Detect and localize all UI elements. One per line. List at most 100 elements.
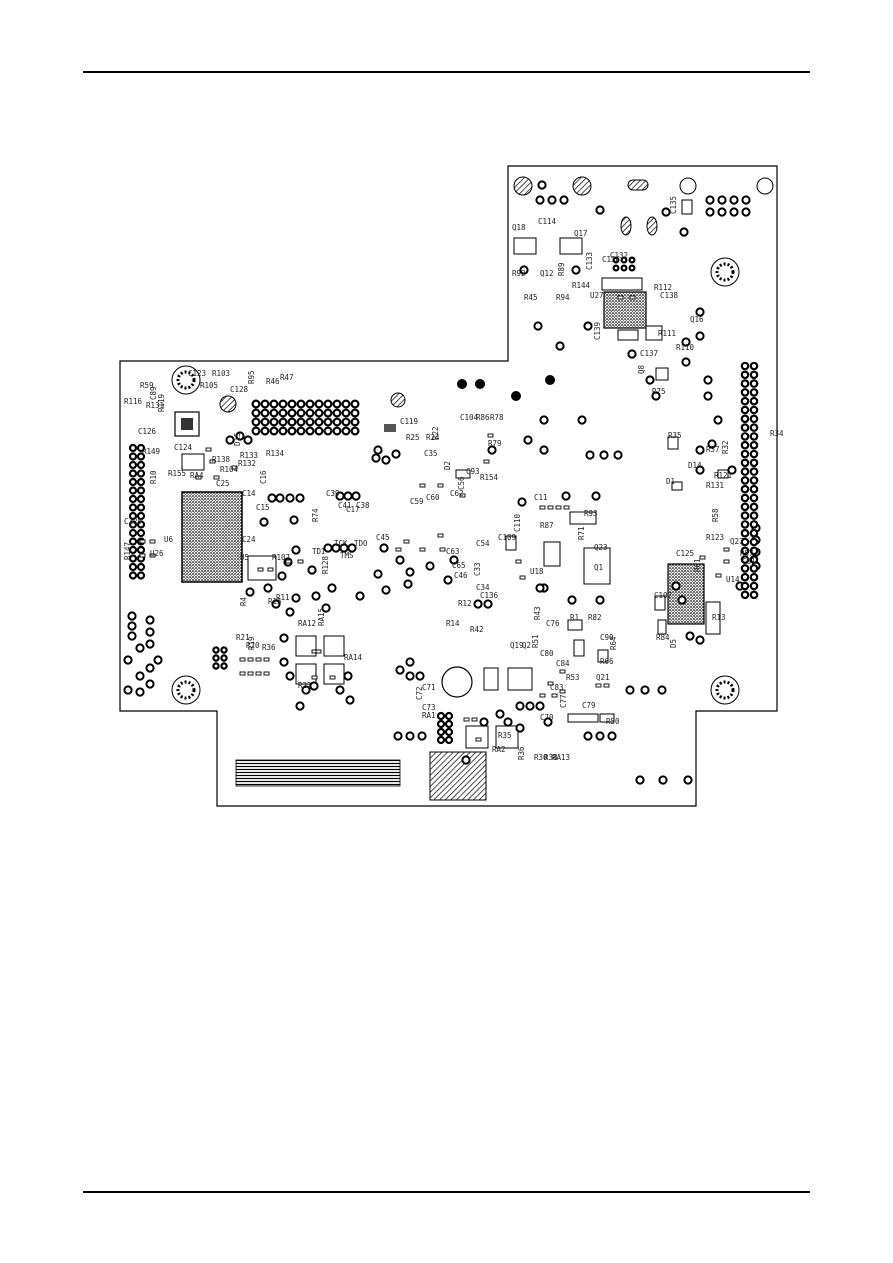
smd-part (419, 483, 426, 488)
via (495, 709, 505, 719)
refdes-label: D5 (669, 639, 678, 648)
refdes-label: RA12 (298, 619, 316, 628)
refdes-label: R155 (168, 469, 186, 478)
smd-part (463, 717, 470, 722)
via (537, 180, 547, 190)
pin-pad (296, 399, 306, 409)
via (729, 207, 739, 217)
pin-pad (740, 528, 750, 538)
refdes-label: C63 (446, 547, 460, 556)
smd-part (419, 547, 426, 552)
smd-part (475, 737, 482, 742)
smd-part (437, 533, 444, 538)
refdes-label: R147 (123, 542, 132, 560)
pin-pad (136, 511, 146, 521)
via (279, 633, 289, 643)
refdes-label: C25 (216, 479, 230, 488)
pin-pad (740, 484, 750, 494)
pin-pad (436, 735, 446, 745)
refdes-label: C62 (450, 489, 464, 498)
pin-pad (332, 408, 342, 418)
pin-pad (136, 562, 146, 572)
ic-package (174, 199, 729, 749)
pin-pad (278, 417, 288, 427)
smd-part (267, 567, 274, 572)
refdes-label: TCK (334, 539, 348, 548)
pin-pad (128, 545, 138, 555)
smd-part (699, 555, 706, 560)
via (591, 491, 601, 501)
pin-pad (128, 562, 138, 572)
pin-pad (740, 572, 750, 582)
refdes-label: Q21 (596, 673, 610, 682)
pin-pad (136, 477, 146, 487)
via (595, 731, 605, 741)
refdes-label: R35 (668, 431, 682, 440)
smd-part (263, 671, 270, 676)
pin-pad (332, 399, 342, 409)
via (307, 565, 317, 575)
pin-pad (323, 426, 333, 436)
refdes-label: C76 (546, 619, 560, 628)
refdes-label: R45 (524, 293, 538, 302)
refdes-label: R66 (600, 657, 614, 666)
refdes-label: D2 (443, 461, 452, 470)
via (343, 491, 353, 501)
smd-part (439, 547, 446, 552)
via (661, 207, 671, 217)
pin-pad (136, 528, 146, 538)
refdes-label: R59 (140, 381, 154, 390)
pin-pad (269, 408, 279, 418)
refdes-label: C124 (174, 443, 193, 452)
pin-pad (740, 370, 750, 380)
refdes-label: R46 (266, 377, 280, 386)
refdes-label: R111 (658, 329, 676, 338)
via (245, 587, 255, 597)
refdes-label: R74 (311, 508, 320, 522)
smd-part (255, 657, 262, 662)
pin-pad (749, 572, 759, 582)
pin-pad (620, 256, 628, 264)
pin-pad (136, 469, 146, 478)
via (517, 497, 527, 507)
via (717, 195, 727, 205)
via (657, 685, 667, 695)
smd-part (139, 539, 146, 544)
refdes-label: C39 (326, 489, 340, 498)
via (415, 671, 425, 681)
refdes-label: R75 (652, 387, 666, 396)
refdes-label: C129 (124, 517, 142, 526)
refdes-label: C16 (259, 470, 268, 484)
pin-pad (128, 554, 138, 563)
via (405, 567, 415, 577)
pin-pad (749, 546, 759, 556)
smd-part (723, 559, 730, 564)
pin-pad (287, 399, 297, 409)
refdes-label: R24 (426, 433, 440, 442)
refdes-label: R61 (693, 558, 702, 572)
refdes-label: R22 (298, 681, 312, 690)
via (705, 207, 715, 217)
refdes-label: R119 (157, 394, 166, 412)
refdes-label: C84 (556, 659, 570, 668)
hatched-pad-area (219, 176, 658, 801)
smd-part (257, 567, 264, 572)
refdes-label: C109 (498, 533, 516, 542)
refdes-label: Q1 (594, 563, 603, 572)
refdes-label: C132 (610, 251, 628, 260)
via (729, 195, 739, 205)
refdes-label: C136 (602, 255, 621, 264)
pin-pad (749, 555, 759, 564)
smd-part (213, 475, 220, 480)
pin-pad (269, 426, 279, 436)
pin-pad (212, 654, 220, 662)
via (635, 775, 645, 785)
pin-pad (749, 528, 759, 538)
refdes-label: R36 (517, 746, 526, 760)
refdes-label: Q16 (690, 315, 704, 324)
pin-pad (740, 520, 750, 529)
refdes-label: R11 (276, 593, 290, 602)
via-field (123, 180, 761, 785)
refdes-label: R131 (706, 481, 724, 490)
